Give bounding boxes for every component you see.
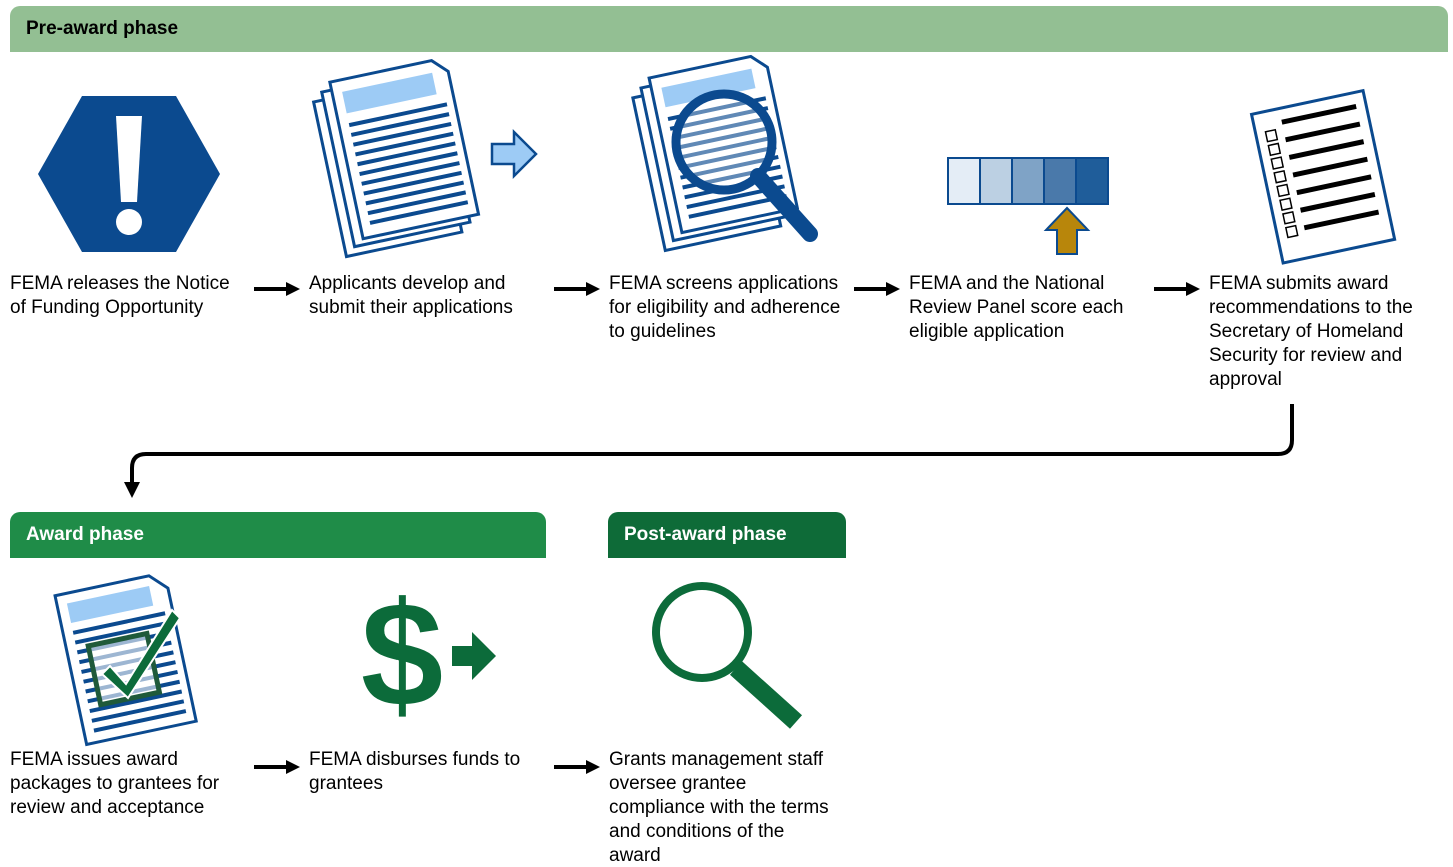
phase-connector-arrow [120,404,1300,500]
step-3-text: FEMA screens applications for eligibilit… [609,273,841,342]
magnifying-glass-icon [650,580,810,734]
award-phase-header: Award phase [10,512,546,558]
step-5-text: FEMA submits award recommendations to th… [1209,273,1413,390]
checklist-icon [1249,88,1402,265]
approved-document-icon [52,574,206,747]
step-1-text: FEMA releases the Notice of Funding Oppo… [10,273,230,318]
warning-hexagon-icon [36,94,222,254]
arrow-right-icon [254,281,300,297]
step-7-text: FEMA disburses funds to grantees [309,749,521,794]
arrow-right-icon [554,281,600,297]
step-2-text: Applicants develop and submit their appl… [309,273,513,318]
arrow-right-icon [254,759,300,775]
step-4-text: FEMA and the National Review Panel score… [909,273,1124,342]
arrow-right-icon [854,281,900,297]
arrow-right-icon [554,759,600,775]
magnifier-documents-icon [631,54,826,253]
step-8-text: Grants management staff oversee grantee … [609,749,829,866]
score-scale-icon [946,156,1112,258]
arrow-right-icon [1154,281,1200,297]
dollar-arrow-icon: $ [358,570,500,739]
step-6-text: FEMA issues award packages to grantees f… [10,749,220,818]
preaward-phase-header: Pre-award phase [10,6,1448,52]
svg-text:$: $ [360,570,443,738]
postaward-phase-header: Post-award phase [608,512,846,558]
documents-submit-icon [311,58,540,259]
